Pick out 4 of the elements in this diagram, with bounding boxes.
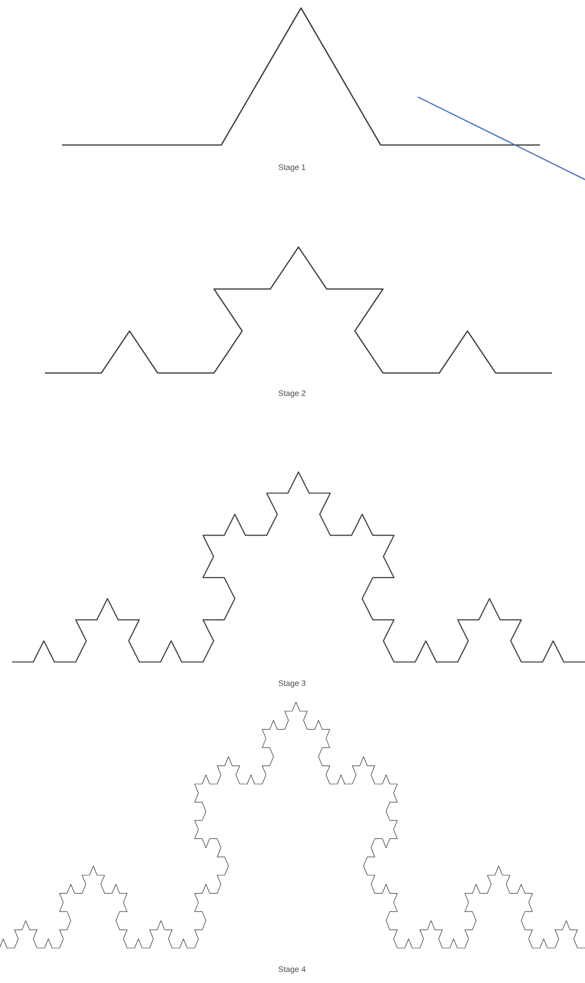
- stage-label: Stage 1: [278, 164, 306, 172]
- stage-label: Stage 3: [278, 680, 306, 688]
- stage-label: Stage 4: [278, 966, 306, 974]
- stage-label: Stage 2: [278, 390, 306, 398]
